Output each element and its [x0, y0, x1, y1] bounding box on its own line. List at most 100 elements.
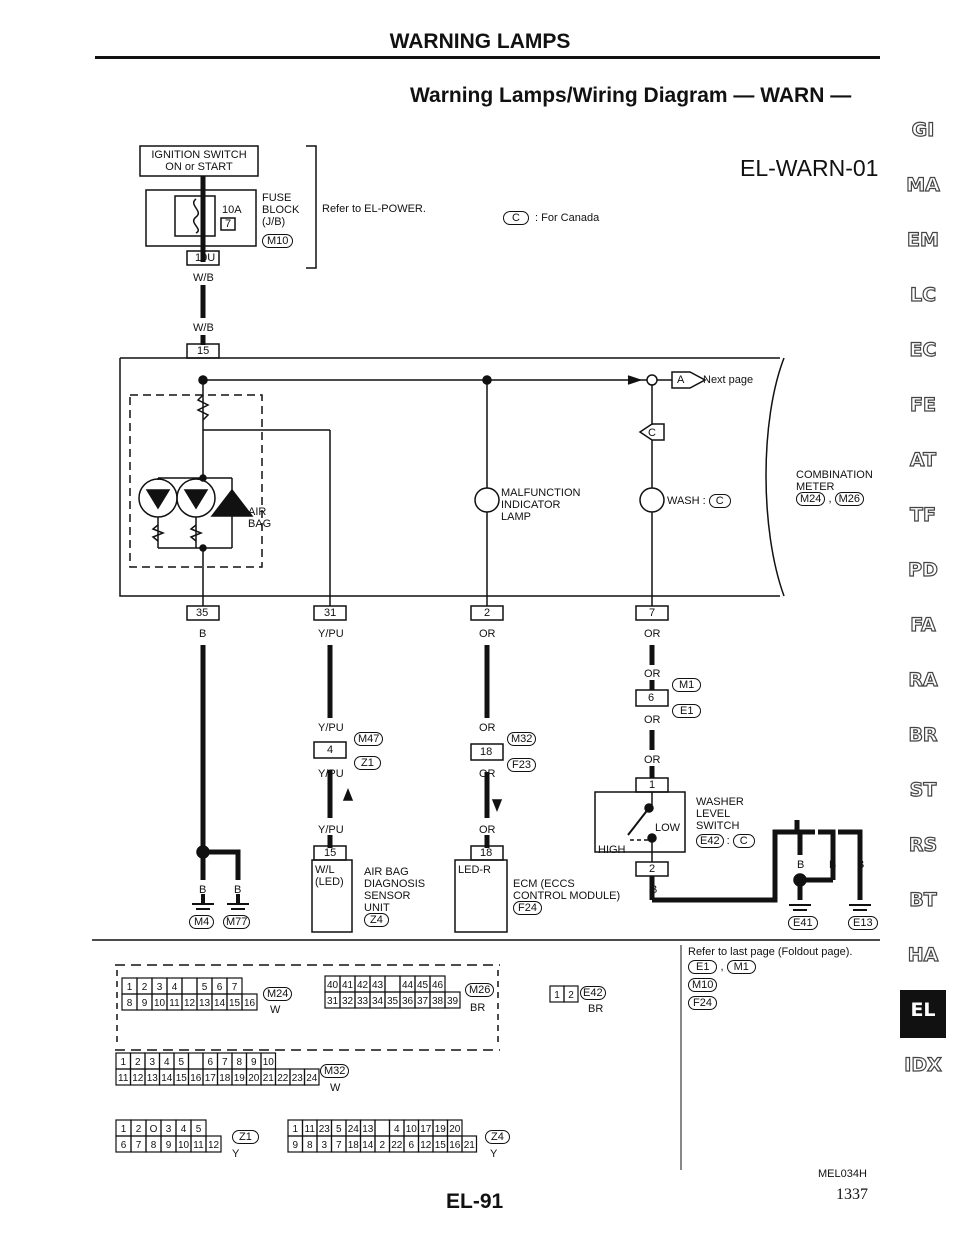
e1-connector: E1 [672, 704, 702, 718]
side-tab-el[interactable]: EL [900, 990, 946, 1038]
side-tab-lc[interactable]: LC [909, 283, 937, 306]
terminal-35: 35 [196, 607, 209, 619]
conn-m32-pin: 12 [132, 1073, 144, 1084]
m47-connector: M47 [354, 732, 384, 746]
conn-m24-pin: 14 [214, 998, 226, 1009]
side-tab-ec[interactable]: EC [909, 338, 937, 361]
conn-m24-pin: 9 [142, 998, 148, 1009]
mil-label: MALFUNCTION INDICATOR LAMP [501, 487, 581, 523]
section-title: WARNING LAMPS [389, 30, 571, 53]
m32-wire-bot: OR [479, 768, 496, 780]
fuse-terminal: 19U [195, 252, 216, 264]
conn-z4-pin: 3 [321, 1140, 327, 1151]
side-tab-rs[interactable]: RS [908, 833, 938, 856]
conn-m26-pin: 35 [387, 996, 399, 1007]
conn-z1-pin: 6 [121, 1140, 127, 1151]
conn-m24-pin: 5 [202, 982, 208, 993]
canada-legend-text: : For Canada [535, 212, 600, 224]
header-rule [95, 56, 880, 59]
side-tab-ha[interactable]: HA [907, 943, 939, 966]
m32-connector: M32 [507, 732, 537, 746]
ecm-name: ECM (ECCS CONTROL MODULE) F24 [513, 878, 621, 915]
side-tab-tf[interactable]: TF [909, 503, 936, 526]
conn-m24-pin: 13 [199, 998, 211, 1009]
conn-m32-pin: 5 [178, 1057, 184, 1068]
conn-z4-pin: 15 [435, 1140, 447, 1151]
conn-e42-pin: 2 [568, 990, 574, 1001]
conn-z4-pin: 8 [307, 1140, 313, 1151]
conn-m32-cell [187, 1052, 204, 1070]
conn-m24-pin: 2 [142, 982, 148, 993]
conn-m32-pin: 18 [219, 1073, 231, 1084]
conn-z1-pin: 12 [208, 1140, 220, 1151]
conn-z4-pin: 12 [420, 1140, 432, 1151]
conn-m24-name: M24 [263, 987, 293, 1001]
m32-wire-top: OR [479, 722, 496, 734]
next-page-marker: A [677, 374, 685, 386]
side-tab-gi[interactable]: GI [911, 118, 935, 141]
airbag-lamp-label: AIR BAG [248, 506, 272, 530]
conn-m32-pin: 4 [164, 1057, 170, 1068]
conn-z1-pin: O [150, 1124, 158, 1135]
conn-m26-pin: 34 [372, 996, 384, 1007]
conn-m26-pin: 33 [357, 996, 369, 1007]
m1-pin: 6 [648, 692, 655, 704]
washer-wire-top: OR [644, 754, 661, 766]
conn-m24-pin: 3 [157, 982, 163, 993]
side-tab-ma[interactable]: MA [906, 173, 941, 196]
washer-switch-pin-top: 1 [649, 779, 656, 791]
fuse-connector: M10 [262, 234, 294, 248]
terminal-7: 7 [649, 607, 656, 619]
washer-low: LOW [655, 822, 681, 834]
side-tab-ra[interactable]: RA [908, 668, 939, 691]
wire-or-2: OR [479, 628, 496, 640]
conn-m26-pin: 45 [417, 980, 429, 991]
conn-z1-pin: 4 [181, 1124, 187, 1135]
side-tab-fe[interactable]: FE [909, 393, 936, 416]
conn-z4-pin: 6 [408, 1140, 414, 1151]
conn-m32-color: W [330, 1082, 341, 1094]
page-number: 1337 [836, 1186, 868, 1203]
ecm-wire: OR [479, 824, 496, 836]
side-tab-idx[interactable]: IDX [904, 1053, 943, 1076]
ground-b-4: B [829, 859, 837, 871]
side-tab-fa[interactable]: FA [910, 613, 937, 636]
side-tab-st[interactable]: ST [909, 778, 937, 801]
ecm-led: LED-R [458, 864, 492, 876]
conn-m32-pin: 13 [147, 1073, 159, 1084]
side-tab-pd[interactable]: PD [908, 558, 939, 581]
conn-z4-pin: 18 [348, 1140, 360, 1151]
wire-or-7: OR [644, 628, 661, 640]
conn-z4-cell [461, 1135, 478, 1153]
conn-m26-pin: 43 [372, 980, 384, 991]
conn-e42-name: E42 [580, 986, 606, 1000]
conn-z4-pin: 2 [379, 1140, 385, 1151]
side-tab-br[interactable]: BR [908, 723, 938, 746]
conn-m32-pin: 16 [190, 1073, 202, 1084]
washer-switch-pin-bot: 2 [649, 863, 656, 875]
conn-m32-pin: 20 [248, 1073, 260, 1084]
conn-m32-pin: 22 [277, 1073, 289, 1084]
conn-m32-cell [303, 1068, 320, 1086]
conn-m24-pin: 6 [217, 982, 223, 993]
conn-m32-pin: 15 [176, 1073, 188, 1084]
conn-m32-pin: 21 [263, 1073, 275, 1084]
side-tab-at[interactable]: AT [909, 448, 937, 471]
airbag-unit-box [311, 859, 353, 933]
conn-m24-pin: 8 [127, 998, 133, 1009]
conn-m32-pin: 14 [161, 1073, 173, 1084]
conn-z4-pin: 13 [362, 1124, 374, 1135]
ecm-pin: 18 [480, 847, 493, 859]
conn-m32-pin: 23 [292, 1073, 304, 1084]
side-tab-em[interactable]: EM [906, 228, 939, 251]
conn-e42-color: BR [588, 1003, 604, 1015]
conn-z4-cell [374, 1119, 391, 1137]
ignition-switch-box [139, 145, 259, 177]
side-tab-bt[interactable]: BT [909, 888, 938, 911]
ignition-switch-label: IGNITION SWITCH ON or START [151, 149, 247, 173]
conn-z4-pin: 22 [391, 1140, 403, 1151]
conn-m24-pin: 1 [127, 982, 133, 993]
conn-m26-pin: 40 [327, 980, 339, 991]
conn-z1-pin: 8 [151, 1140, 157, 1151]
